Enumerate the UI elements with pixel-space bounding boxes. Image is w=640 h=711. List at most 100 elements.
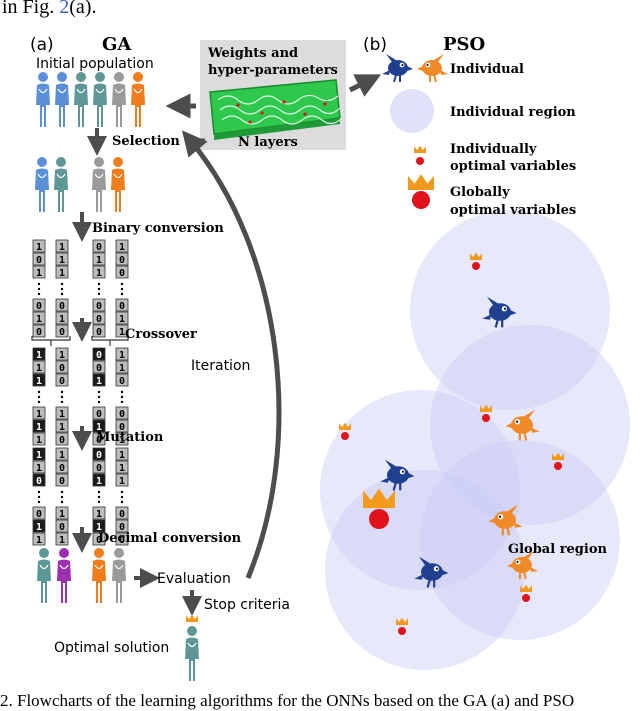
legend-individual: Individual	[382, 54, 524, 83]
n-layers-label: N layers	[238, 135, 298, 150]
crown-icon	[552, 452, 564, 460]
weights-chip-panel: Weights and hyper-parameters N layers	[200, 40, 346, 150]
individual-regions	[320, 210, 630, 670]
svg-text:0: 0	[119, 522, 125, 533]
svg-text:0: 0	[96, 327, 102, 338]
svg-text:1: 1	[36, 522, 42, 533]
individual-optimum-dot	[398, 627, 406, 635]
selection-label: Selection	[112, 134, 180, 149]
binary-conversion-label: Binary conversion	[92, 221, 224, 236]
crown-icon	[363, 488, 395, 508]
pso-particles	[339, 252, 564, 635]
svg-text:0: 0	[96, 435, 102, 446]
person-icon	[37, 548, 51, 603]
top-partial-text: in Fig. 2(a).	[2, 0, 96, 18]
individual-region-circle	[420, 440, 620, 640]
panel-b-label: (b)	[363, 35, 387, 55]
svg-text:0: 0	[59, 476, 65, 487]
svg-text:0: 0	[59, 363, 65, 374]
panel-a-label: (a)	[30, 35, 54, 55]
svg-text:1: 1	[59, 409, 65, 420]
svg-text:1: 1	[36, 409, 42, 420]
legend-individual-region-label: Individual region	[450, 105, 576, 120]
svg-text:0: 0	[59, 301, 65, 312]
svg-text:1: 1	[59, 450, 65, 461]
person-icon	[55, 72, 69, 127]
iteration-label: Iteration	[191, 358, 250, 374]
bird-icon	[488, 504, 523, 536]
legend-individual-region: Individual region	[390, 89, 576, 133]
crown-icon	[414, 145, 426, 153]
svg-text:0: 0	[119, 301, 125, 312]
bird-icon	[482, 296, 517, 328]
crown-icon	[520, 584, 532, 592]
decimal-conversion-label: Decimal conversion	[98, 531, 242, 546]
svg-text:0: 0	[119, 376, 125, 387]
legend-global-optimal: Globally optimal variables	[408, 174, 576, 218]
global-optimum-dot	[369, 509, 389, 529]
bird-icon	[505, 409, 540, 441]
selected-population	[35, 157, 125, 212]
individual-optimum-dot	[482, 414, 490, 422]
initial-population	[36, 72, 145, 127]
person-icon	[35, 157, 49, 212]
person-icon	[111, 157, 125, 212]
initial-population-label: Initial population	[36, 56, 154, 72]
svg-text:1: 1	[59, 535, 65, 546]
person-icon	[57, 548, 71, 603]
svg-text:1: 1	[119, 350, 125, 361]
weights-label: Weights and	[207, 46, 298, 61]
legend-individual-label: Individual	[450, 62, 524, 77]
bird-icon	[414, 556, 449, 588]
global-region-label: Global region	[508, 542, 608, 557]
svg-text:1: 1	[59, 242, 65, 253]
svg-text:0: 0	[36, 255, 42, 266]
bird-icon	[382, 54, 413, 83]
evaluation-label: Evaluation	[157, 571, 231, 587]
legend-global-opt-line1: Globally	[450, 185, 510, 200]
individual-optimum-dot	[472, 262, 480, 270]
svg-text:0: 0	[36, 476, 42, 487]
svg-text:0: 0	[119, 409, 125, 420]
svg-text:0: 0	[59, 463, 65, 474]
crown-icon	[414, 145, 426, 153]
person-icon	[131, 72, 145, 127]
svg-text:0: 0	[119, 509, 125, 520]
svg-text:1: 1	[36, 450, 42, 461]
svg-text:1: 1	[36, 376, 42, 387]
svg-text:1: 1	[119, 327, 125, 338]
person-icon	[92, 548, 106, 603]
person-icon	[93, 72, 107, 127]
svg-text:1: 1	[36, 350, 42, 361]
svg-text:0: 0	[96, 314, 102, 325]
crown-icon	[408, 174, 434, 190]
optimal-solution-label: Optimal solution	[54, 640, 169, 656]
svg-text:1: 1	[36, 463, 42, 474]
svg-text:1: 1	[96, 476, 102, 487]
svg-text:1: 1	[36, 242, 42, 253]
individual-optimum-dot	[554, 462, 562, 470]
svg-text:0: 0	[96, 350, 102, 361]
svg-text:1: 1	[36, 435, 42, 446]
bird-icon	[417, 54, 448, 83]
crossover-label: Crossover	[125, 327, 197, 342]
bird-icon	[507, 551, 538, 580]
bird-icon	[380, 459, 415, 491]
legend-indiv-opt-line2: optimal variables	[450, 159, 576, 174]
svg-text:1: 1	[96, 509, 102, 520]
svg-text:1: 1	[96, 422, 102, 433]
figure-caption: 2. Flowcharts of the learning algorithms…	[0, 691, 574, 710]
decimal-population	[37, 548, 126, 603]
svg-text:0: 0	[119, 422, 125, 433]
